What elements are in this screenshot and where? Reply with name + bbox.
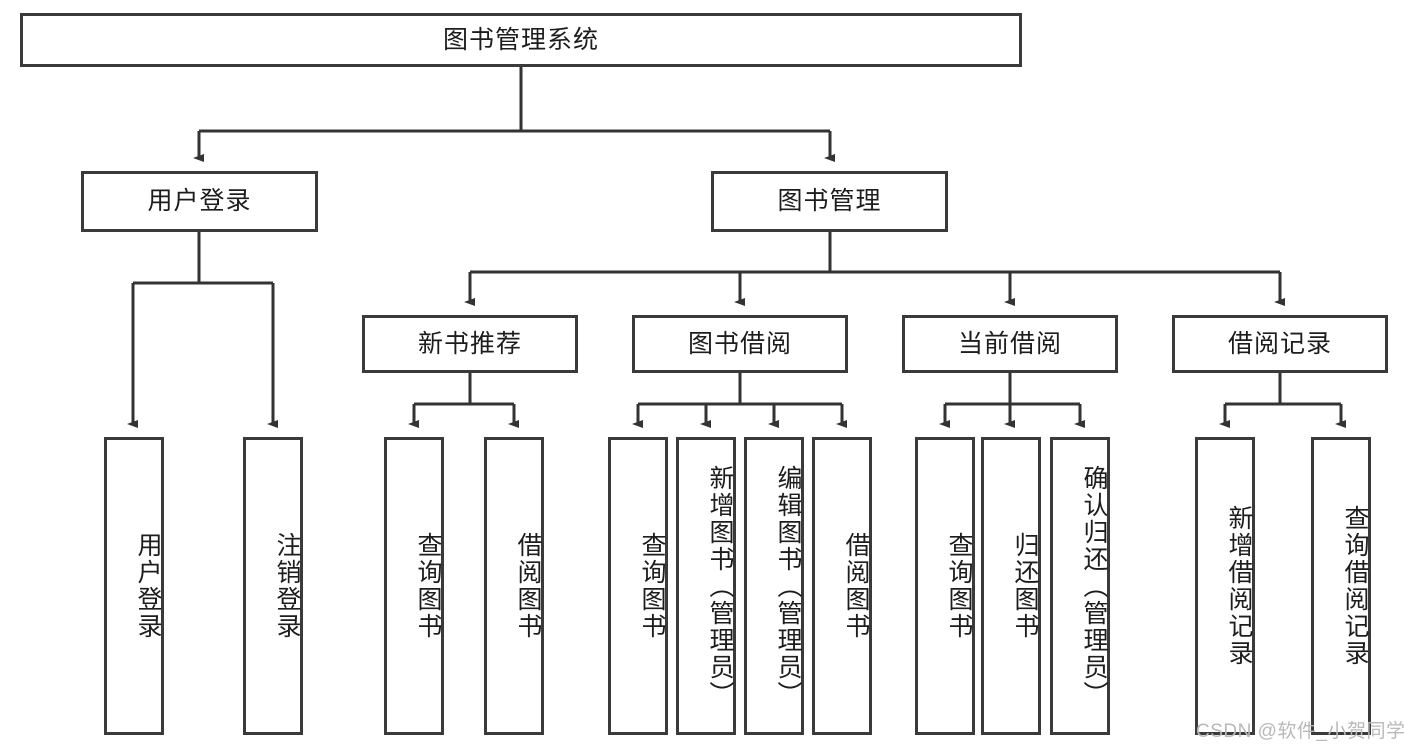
leaf-borrow-record-query[interactable]: 查询借阅记录: [1311, 437, 1371, 735]
node-label: 新增图书（管理员）: [706, 464, 734, 708]
node-borrow-record[interactable]: 借阅记录: [1172, 315, 1388, 373]
node-book-borrow[interactable]: 图书借阅: [632, 315, 848, 373]
node-label: 图书管理系统: [442, 25, 599, 54]
node-book-management-system[interactable]: 图书管理系统: [20, 13, 1022, 67]
node-label: 查询图书: [638, 532, 666, 640]
node-label: 新增借阅记录: [1225, 505, 1253, 667]
node-new-book-recommend[interactable]: 新书推荐: [362, 315, 578, 373]
leaf-new-book-query[interactable]: 查询图书: [384, 437, 444, 735]
csdn-watermark: CSDN @软件_小贺同学: [1196, 721, 1405, 742]
node-label: 编辑图书（管理员）: [774, 464, 802, 708]
leaf-user-login-logout[interactable]: 注销登录: [243, 437, 303, 735]
leaf-book-borrow-query[interactable]: 查询图书: [608, 437, 668, 735]
node-label: 图书管理: [777, 187, 882, 216]
node-label: 新书推荐: [417, 329, 522, 358]
node-label: 确认归还（管理员）: [1080, 464, 1108, 708]
node-label: 当前借阅: [957, 329, 1062, 358]
node-label: 用户登录: [134, 532, 162, 640]
leaf-current-borrow-confirm-return[interactable]: 确认归还（管理员）: [1050, 437, 1110, 735]
leaf-book-borrow-add[interactable]: 新增图书（管理员）: [676, 437, 736, 735]
node-label: 用户登录: [147, 187, 252, 216]
node-label: 查询图书: [414, 532, 442, 640]
node-label: 图书借阅: [687, 329, 792, 358]
leaf-user-login-login[interactable]: 用户登录: [104, 437, 164, 735]
node-user-login[interactable]: 用户登录: [81, 171, 318, 232]
node-book-management[interactable]: 图书管理: [711, 171, 948, 232]
leaf-book-borrow-borrow[interactable]: 借阅图书: [812, 437, 872, 735]
node-label: 借阅图书: [842, 532, 870, 640]
node-current-borrow[interactable]: 当前借阅: [902, 315, 1118, 373]
leaf-current-borrow-query[interactable]: 查询图书: [915, 437, 975, 735]
node-label: 借阅记录: [1227, 329, 1332, 358]
leaf-current-borrow-return[interactable]: 归还图书: [981, 437, 1041, 735]
leaf-borrow-record-add[interactable]: 新增借阅记录: [1195, 437, 1255, 735]
leaf-book-borrow-edit[interactable]: 编辑图书（管理员）: [744, 437, 804, 735]
node-label: 查询图书: [945, 532, 973, 640]
node-label: 注销登录: [273, 532, 301, 640]
leaf-new-book-borrow[interactable]: 借阅图书: [484, 437, 544, 735]
node-label: 借阅图书: [514, 532, 542, 640]
node-label: 查询借阅记录: [1341, 505, 1369, 667]
node-label: 归还图书: [1011, 532, 1039, 640]
